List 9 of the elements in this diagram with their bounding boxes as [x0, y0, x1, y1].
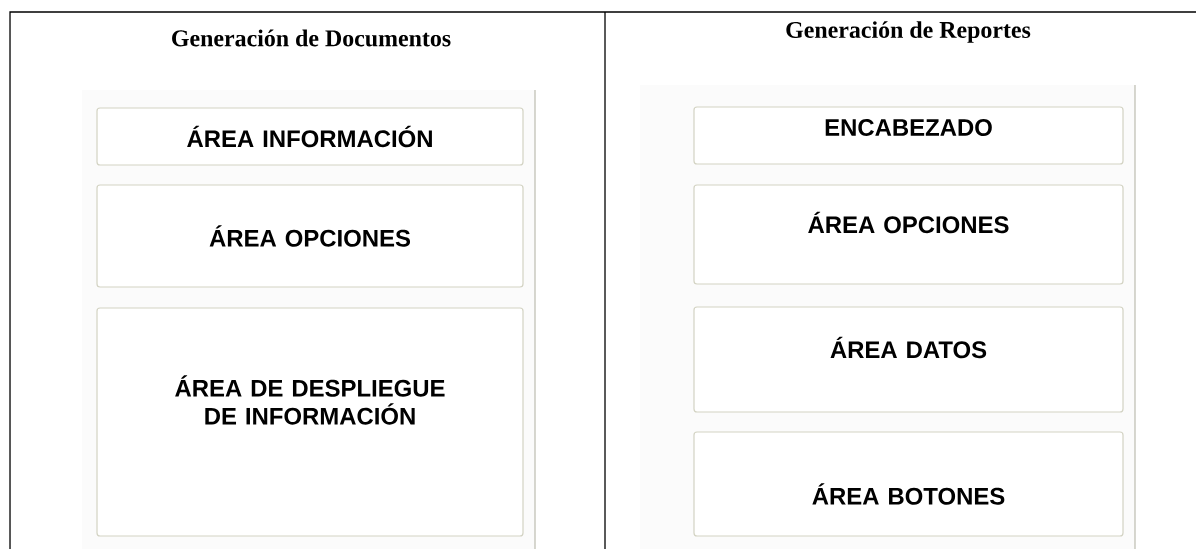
area-box: ÁREA BOTONES — [693, 431, 1124, 537]
column-heading: Generación de Documentos — [172, 29, 451, 47]
area-box: ÁREA DATOS — [693, 306, 1124, 413]
area-box: ENCABEZADO — [693, 106, 1124, 165]
area-box: ÁREA OPCIONES — [693, 184, 1124, 285]
column-heading: Generación de Reportes — [786, 21, 1031, 43]
area-box: ÁREA INFORMACIÓN — [96, 107, 524, 166]
area-box: ÁREA DE DESPLIEGUE DE INFORMACIÓN — [96, 307, 524, 537]
area-box: ÁREA OPCIONES — [96, 184, 524, 288]
